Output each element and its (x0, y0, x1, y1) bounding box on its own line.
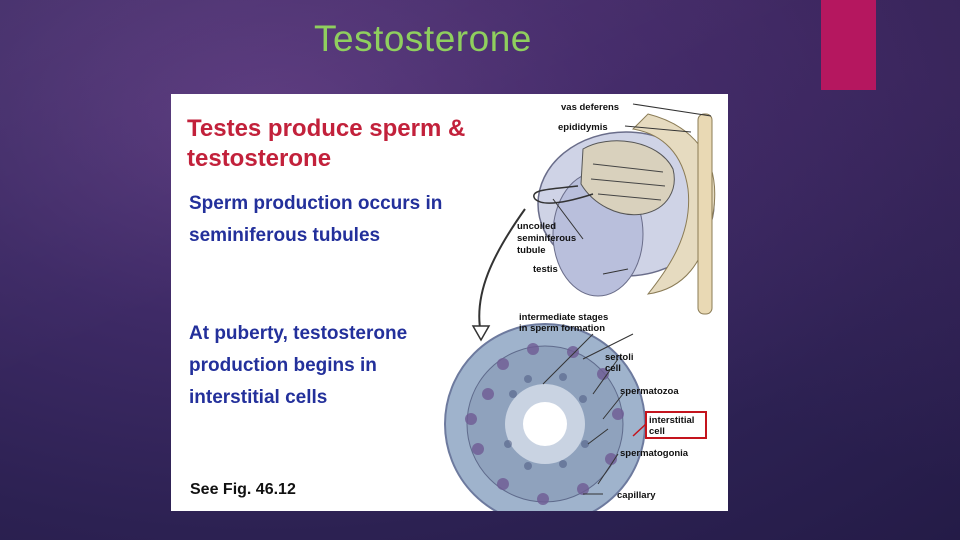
paragraph-sperm-production: Sperm production occurs in seminiferous … (189, 193, 443, 246)
slide-title: Testosterone (314, 18, 532, 59)
paragraph-testosterone-production: At puberty, testosterone production begi… (189, 323, 408, 408)
tubule-cross-section (444, 323, 646, 511)
label-intermediate-2: in sperm formation (519, 323, 605, 334)
label-uncoiled-2: seminiferous (517, 233, 576, 244)
testis-diagram: vas deferens epididymis uncoiled seminif… (444, 102, 716, 511)
label-intermediate-1: intermediate stages (519, 312, 608, 323)
accent-bar (821, 0, 876, 90)
label-sertoli-1: sertoli (605, 352, 634, 363)
label-interstitial-1: interstitial (649, 415, 694, 426)
label-capillary: capillary (617, 490, 656, 501)
label-vas-deferens: vas deferens (561, 102, 619, 113)
label-uncoiled-3: tubule (517, 245, 546, 256)
figure-reference: See Fig. 46.12 (190, 481, 296, 498)
label-testis: testis (533, 264, 558, 275)
figure-image: Testes produce sperm & testosterone Sper… (171, 94, 728, 511)
label-interstitial-2: cell (649, 426, 665, 437)
testis-illustration (533, 113, 716, 315)
label-uncoiled-1: uncoiled (517, 221, 556, 232)
label-epididymis: epididymis (558, 122, 608, 133)
label-spermatozoa: spermatozoa (620, 386, 679, 397)
label-sertoli-2: cell (605, 363, 621, 374)
label-spermatogonia: spermatogonia (620, 448, 689, 459)
figure-heading: Testes produce sperm & testosterone (187, 115, 466, 172)
